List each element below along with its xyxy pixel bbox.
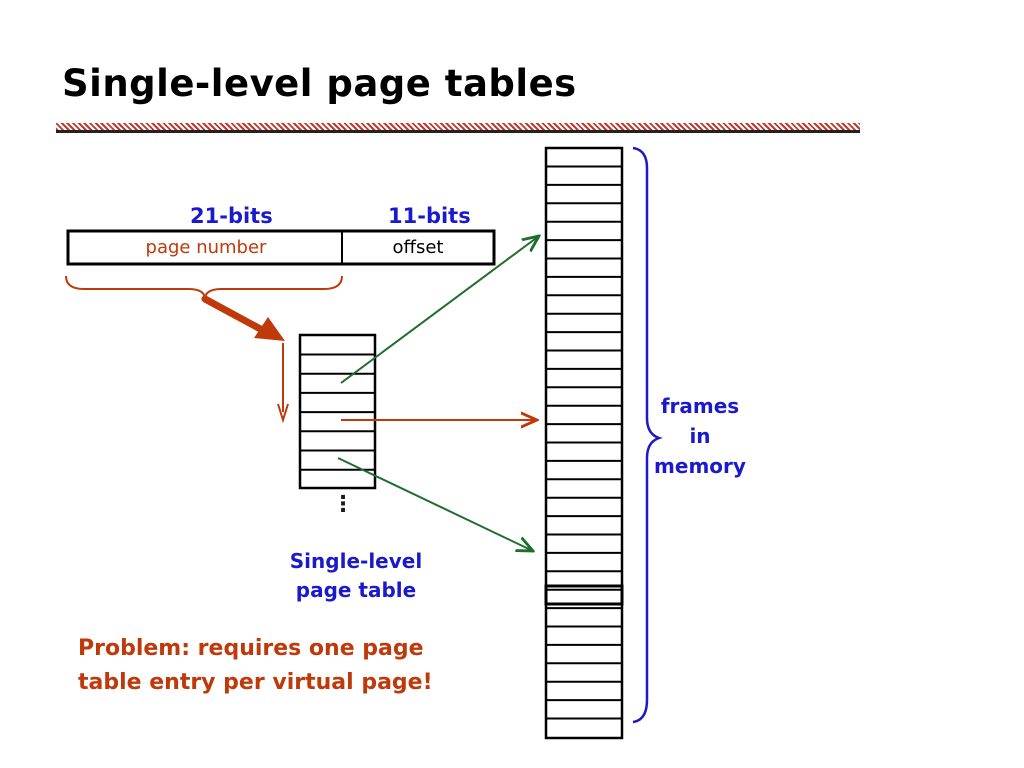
mapping-arrow-top <box>340 236 539 384</box>
frame-highlight <box>544 584 624 606</box>
title-rule <box>56 123 860 133</box>
page-table-label-line1: Single-level <box>289 549 423 573</box>
mapping-arrow-bottom <box>337 457 533 551</box>
problem-line1: Problem: requires one page <box>78 636 424 661</box>
slide-title: Single-level page tables <box>62 62 577 105</box>
page-table-label: Single-level page table <box>276 547 436 605</box>
scan-arrow <box>277 343 289 424</box>
frames-label: frames in memory <box>648 391 752 481</box>
problem-statement: Problem: requires one page table entry p… <box>78 632 518 700</box>
offset-field: offset <box>392 237 444 258</box>
page-table-label-line2: page table <box>295 578 417 602</box>
page-table <box>298 333 377 490</box>
page-number-field: page number <box>145 237 267 258</box>
frames-label-line1: frames <box>660 394 740 418</box>
frames-column <box>544 146 624 740</box>
page-number-brace <box>65 275 343 299</box>
frames-label-line3: memory <box>654 454 746 478</box>
frames-brace <box>632 146 663 724</box>
virtual-address-box <box>66 229 496 266</box>
problem-line2: table entry per virtual page! <box>78 670 433 695</box>
index-arrow <box>201 295 285 341</box>
frames-label-line2: in <box>689 424 711 448</box>
page-table-ellipsis: ⋮ <box>332 492 354 517</box>
page-bits-label: 21-bits <box>190 204 273 228</box>
offset-bits-label: 11-bits <box>388 204 471 228</box>
